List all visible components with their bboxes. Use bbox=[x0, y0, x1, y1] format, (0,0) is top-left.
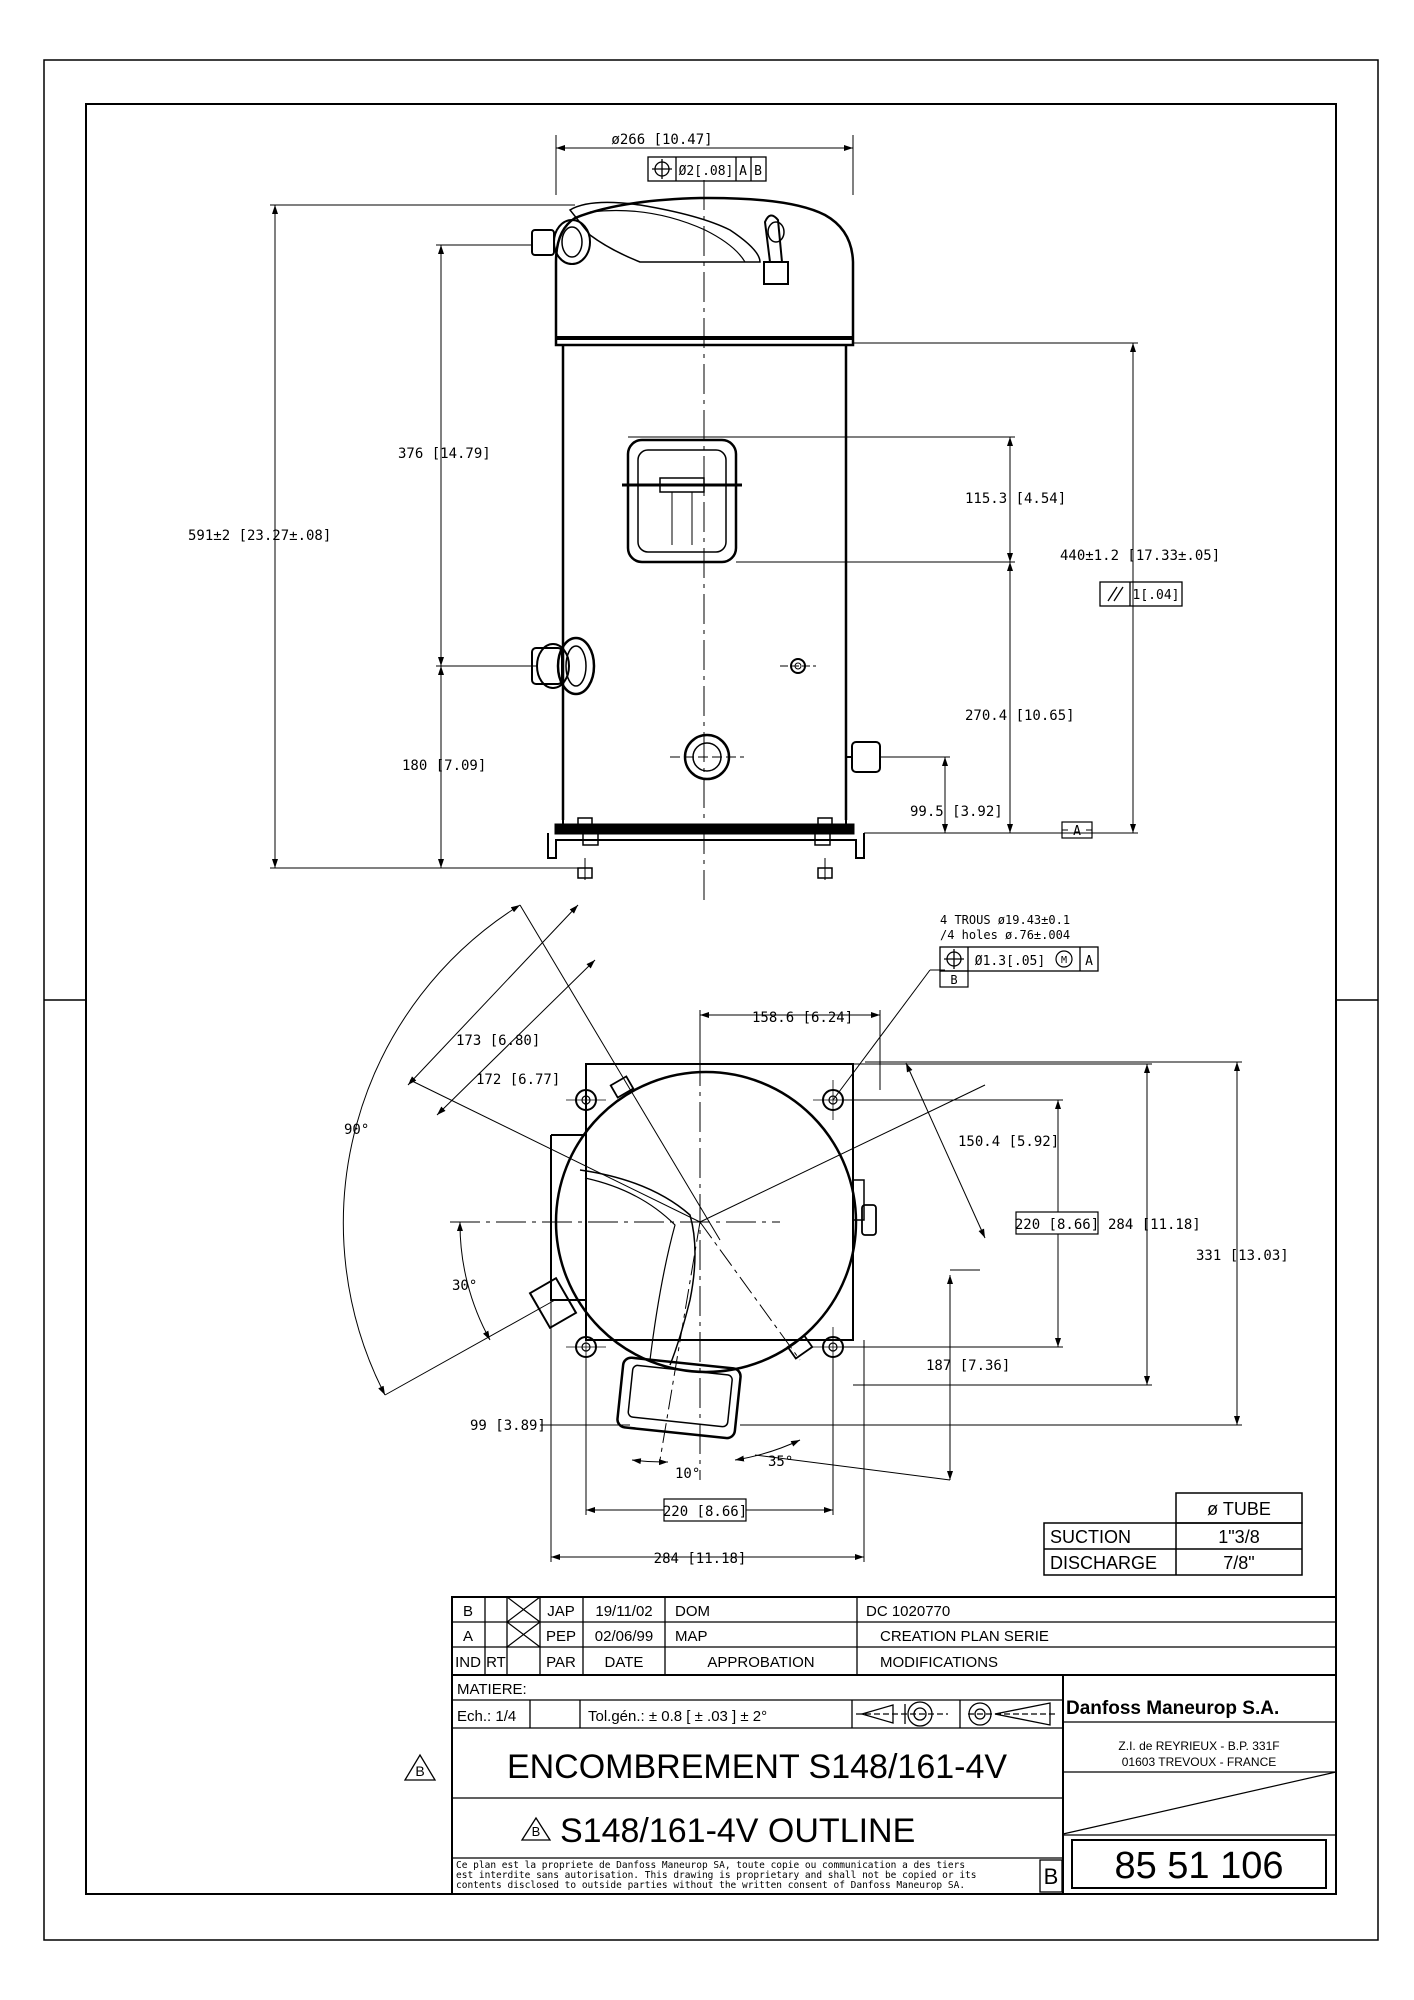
side-view-dimensions bbox=[270, 135, 1138, 869]
copyright-line-1: Ce plan est la propriete de Danfoss Mane… bbox=[456, 1860, 965, 1871]
holes-label-fr: 4 TROUS ø19.43±0.1 bbox=[940, 913, 1070, 927]
title-fr: ENCOMBREMENT S148/161-4V bbox=[507, 1748, 1007, 1786]
tube-row-suction-value: 1"3/8 bbox=[1218, 1527, 1259, 1547]
company-address-2: 01603 TREVOUX - FRANCE bbox=[1122, 1755, 1277, 1769]
dim-180: 180 [7.09] bbox=[402, 758, 486, 774]
rev-a-ind: A bbox=[463, 1628, 473, 1645]
title-en: S148/161-4V OUTLINE bbox=[560, 1812, 915, 1850]
dim-284-vertical: 284 [11.18] bbox=[1108, 1217, 1201, 1233]
dim-440: 440±1.2 [17.33±.05] bbox=[1060, 548, 1220, 564]
tube-row-discharge-name: DISCHARGE bbox=[1050, 1553, 1157, 1573]
bottom-view-labels: 4 TROUS ø19.43±0.1 /4 holes ø.76±.004 Ø1… bbox=[344, 913, 1289, 1567]
tol-flatness-value: 1[.04] bbox=[1133, 588, 1180, 603]
scale-label: Ech.: 1/4 bbox=[457, 1708, 516, 1725]
drawing-number: 85 51 106 bbox=[1114, 1845, 1283, 1887]
mounting-holes bbox=[566, 1080, 853, 1367]
dim-187: 187 [7.36] bbox=[926, 1358, 1010, 1374]
dim-99-5: 99.5 [3.92] bbox=[910, 804, 1003, 820]
angle-30: 30° bbox=[452, 1278, 477, 1294]
tube-table: ø TUBE SUCTION 1"3/8 DISCHARGE 7/8" bbox=[1043, 1492, 1303, 1576]
holes-tolerance-frame: Ø1.3[.05] M A B bbox=[939, 946, 1099, 988]
dim-115: 115.3 [4.54] bbox=[965, 491, 1066, 507]
datum-b-marker: B bbox=[950, 973, 957, 987]
rev-b-par: JAP bbox=[547, 1603, 575, 1620]
tube-row-discharge-value: 7/8" bbox=[1223, 1553, 1254, 1573]
side-view-labels: ø266 [10.47] Ø2[.08] A B 591±2 [23.27±.0… bbox=[188, 132, 1220, 839]
parallelism-frame: 1[.04] bbox=[1099, 581, 1183, 607]
angle-90: 90° bbox=[344, 1122, 369, 1138]
mmc-icon bbox=[1055, 950, 1073, 968]
rev-b-appro: DOM bbox=[675, 1603, 710, 1620]
copyright-line-3: contents disclosed to outside parties wi… bbox=[456, 1880, 965, 1891]
svg-text:M: M bbox=[1061, 955, 1067, 966]
dim-270: 270.4 [10.65] bbox=[965, 708, 1075, 724]
rev-a-date: 02/06/99 bbox=[595, 1628, 653, 1645]
position-tolerance-frame: Ø2[.08] A B bbox=[647, 156, 767, 182]
dim-376: 376 [14.79] bbox=[398, 446, 491, 462]
tol-top-value: Ø2[.08] bbox=[679, 164, 734, 179]
dim-173: 173 [6.80] bbox=[456, 1033, 540, 1049]
inner-border bbox=[85, 103, 1337, 1895]
rev-triangle-mark-2: B bbox=[532, 1824, 541, 1839]
tube-table-header: ø TUBE bbox=[1207, 1499, 1271, 1519]
tol-top-datum-a: A bbox=[739, 164, 747, 179]
side-view bbox=[531, 180, 881, 900]
dim-99: 99 [3.89] bbox=[470, 1418, 546, 1434]
dim-172: 172 [6.77] bbox=[476, 1072, 560, 1088]
header-par: PAR bbox=[546, 1654, 576, 1671]
dim-220-vertical: 220 [8.66] bbox=[1015, 1217, 1099, 1233]
header-ind: IND bbox=[455, 1654, 481, 1671]
rev-b-modif: DC 1020770 bbox=[866, 1603, 950, 1620]
tol-holes-value: Ø1.3[.05] bbox=[975, 954, 1045, 969]
dim-591: 591±2 [23.27±.08] bbox=[188, 528, 331, 544]
company-address-1: Z.I. de REYRIEUX - B.P. 331F bbox=[1118, 1739, 1279, 1753]
tol-top-datum-b: B bbox=[754, 164, 762, 179]
tolerance-label: Tol.gén.: ± 0.8 [ ± .03 ] ± 2° bbox=[588, 1708, 767, 1725]
rev-a-appro: MAP bbox=[675, 1628, 708, 1645]
copyright-line-2: est interdite sans autorisation. This dr… bbox=[456, 1870, 976, 1881]
dim-331: 331 [13.03] bbox=[1196, 1248, 1289, 1264]
title-block-text: B JAP 19/11/02 DOM DC 1020770 A PEP 02/0… bbox=[415, 1603, 1283, 1891]
dim-284-horizontal: 284 [11.18] bbox=[654, 1551, 747, 1567]
dim-220-horizontal: 220 [8.66] bbox=[663, 1504, 747, 1520]
rev-b-ind: B bbox=[463, 1603, 473, 1620]
rev-a-par: PEP bbox=[546, 1628, 576, 1645]
svg-text:A: A bbox=[1073, 824, 1081, 839]
company-name: Danfoss Maneurop S.A. bbox=[1066, 1698, 1279, 1719]
header-date: DATE bbox=[605, 1654, 644, 1671]
angle-10: 10° bbox=[675, 1466, 700, 1482]
header-appro: APPROBATION bbox=[707, 1654, 814, 1671]
tol-holes-datum: A bbox=[1085, 954, 1093, 969]
matiere-label: MATIERE: bbox=[457, 1681, 527, 1698]
title-block bbox=[403, 1596, 1337, 1895]
header-modif: MODIFICATIONS bbox=[880, 1654, 998, 1671]
dim-150: 150.4 [5.92] bbox=[958, 1134, 1059, 1150]
datum-a-marker: A bbox=[1061, 821, 1093, 839]
header-rt: RT bbox=[486, 1654, 506, 1671]
revision-letter: B bbox=[1044, 1864, 1059, 1889]
dim-158: 158.6 [6.24] bbox=[752, 1010, 853, 1026]
projection-symbol-icon bbox=[856, 1701, 1056, 1727]
bottom-view-dimensions bbox=[342, 904, 1242, 1562]
dim-top-diameter: ø266 [10.47] bbox=[611, 132, 712, 148]
angle-35: 35° bbox=[768, 1454, 793, 1470]
tube-row-suction-name: SUCTION bbox=[1050, 1527, 1131, 1547]
parallelism-icon bbox=[1107, 586, 1124, 602]
holes-label-en: /4 holes ø.76±.004 bbox=[940, 928, 1070, 942]
rev-a-modif: CREATION PLAN SERIE bbox=[880, 1628, 1049, 1645]
rev-triangle-mark: B bbox=[415, 1763, 424, 1779]
rev-b-date: 19/11/02 bbox=[595, 1603, 652, 1620]
